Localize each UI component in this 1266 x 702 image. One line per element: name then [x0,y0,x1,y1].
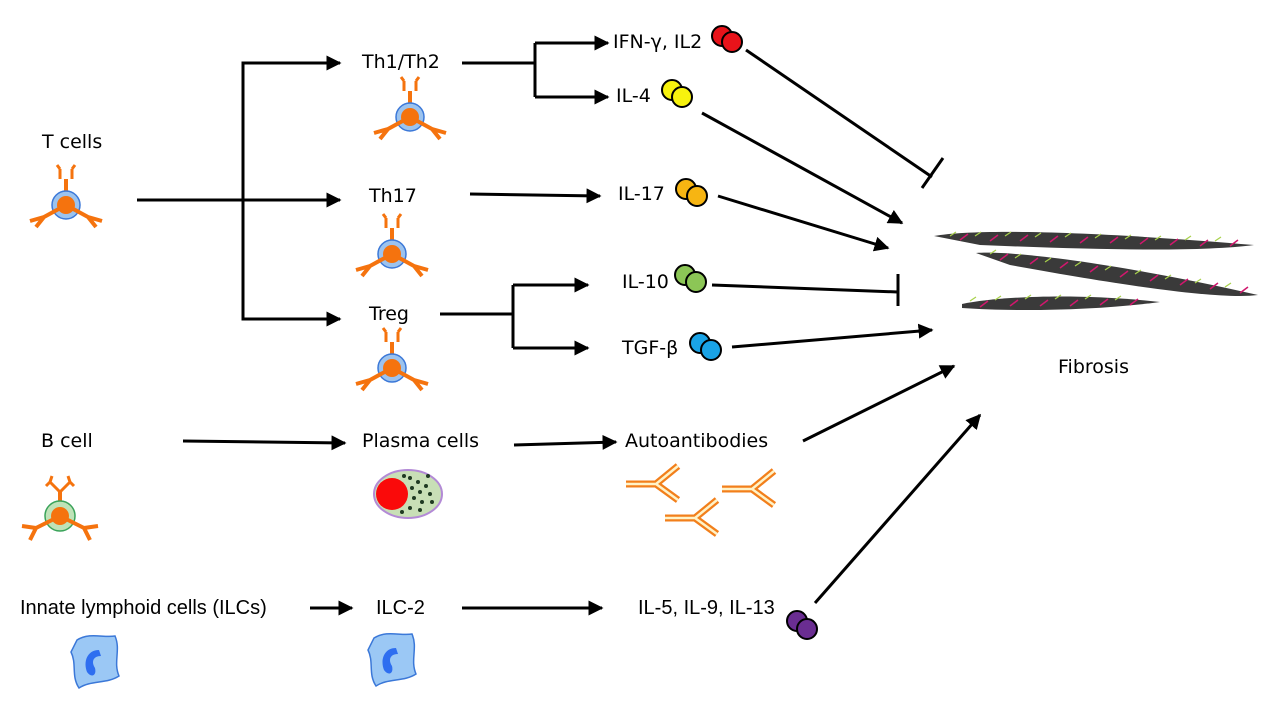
ifn-inhibit-bar [920,157,945,189]
antibody-icon [722,471,774,505]
t-cell-branch-arrows [137,55,342,327]
effect-arrows [701,48,982,604]
ilc2-label: ILC-2 [376,597,425,619]
fibrosis-label: Fibrosis [1058,356,1129,378]
il5-9-13-promote-arrow [813,413,982,604]
b-cell-label: B cell [41,430,93,452]
t-cell-icon [28,163,104,229]
b-to-plasma-arrow [182,435,347,451]
autoab-promote-arrow [802,364,956,443]
il10-label: IL-10 [622,271,669,293]
tgfb-promote-arrow [731,323,934,349]
ilcs-label: Innate lymphoid cells (ILCs) [20,597,267,619]
treg-cell-icon [354,326,430,392]
autoantibodies-label: Autoantibodies [625,430,769,452]
il5-il9-il13-label: IL-5, IL-9, IL-13 [638,597,775,619]
th17-label: Th17 [369,185,417,207]
antibody-icon [626,466,678,500]
th1-th2-cell-icon [372,75,448,141]
th17-cell-icon [354,212,430,278]
ilc2-cell-icon [367,632,417,687]
ifn-il2-label: IFN-γ, IL2 [613,31,703,53]
ifn-inhibit-line [745,48,933,179]
t-cells-label: T cells [42,131,103,153]
il4-cytokine-icon [661,79,693,108]
treg-branch-arrows [440,277,590,356]
plasma-to-autoantibodies-arrow [513,434,618,450]
il17-cytokine-icon [675,178,708,207]
treg-label: Treg [369,303,409,325]
plasma-cell-icon [373,469,443,519]
il17-promote-arrow [717,194,890,252]
il5-9-13-cytokine-icon [786,610,818,640]
ifn-cytokine-icon [711,25,743,53]
tgfb-cytokine-icon [689,332,722,361]
ilc-cell-icon [70,634,120,689]
tgfb-label: TGF-β [622,337,679,359]
il4-promote-arrow [701,111,904,225]
th1-th2-label: Th1/Th2 [362,51,440,73]
plasma-cells-label: Plasma cells [362,430,480,452]
il10-inhibit-line [711,283,899,294]
antibody-icon [665,500,717,534]
il4-label: IL-4 [616,85,651,107]
il10-cytokine-icon [674,264,707,293]
b-cell-icon [20,474,100,542]
il17-label: IL-17 [618,183,665,205]
collagen-fibers-icon [934,231,1258,310]
th1-th2-branch-arrows [462,35,610,105]
th17-to-il17-arrow [469,188,602,204]
